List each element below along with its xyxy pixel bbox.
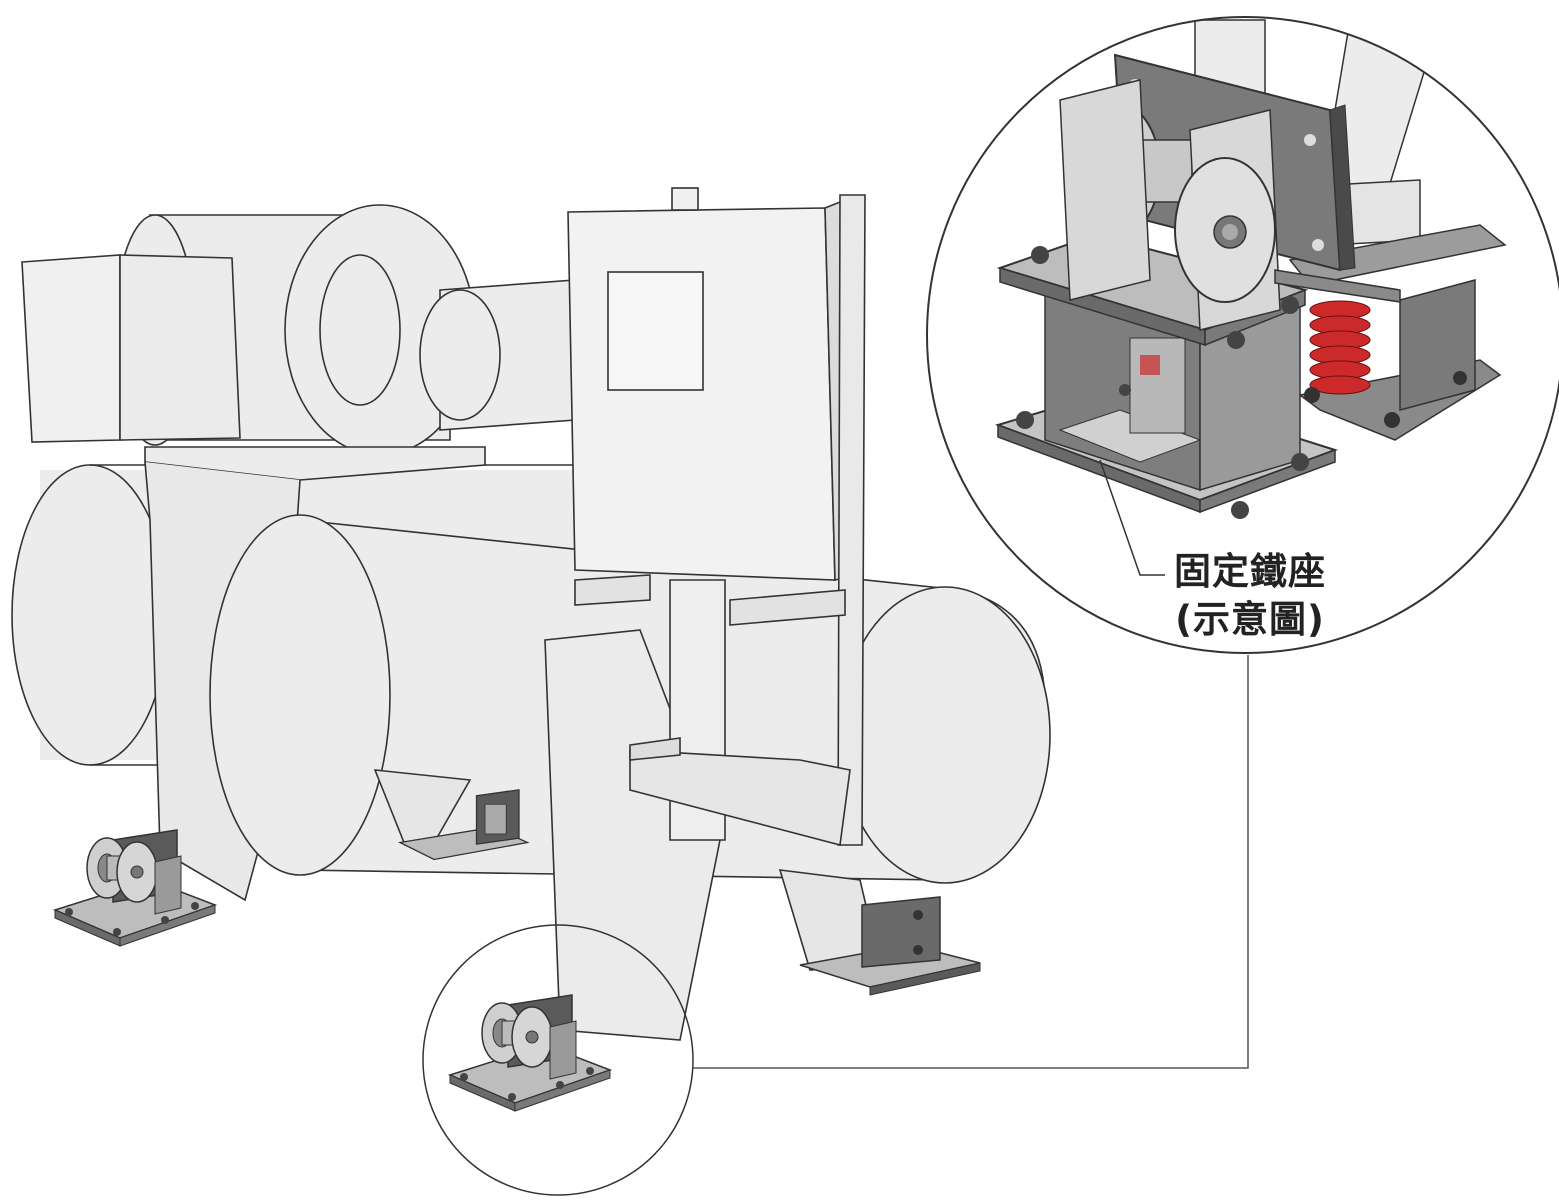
fixing-mount-back-left bbox=[397, 789, 530, 861]
zoom-circle-outline bbox=[926, 16, 1559, 654]
spring-coil bbox=[1309, 300, 1371, 395]
leader-line bbox=[693, 655, 1249, 1069]
fixing-mount-back-right bbox=[799, 896, 981, 996]
callout-pointer bbox=[1099, 459, 1165, 576]
zoom-detail bbox=[927, 17, 1559, 653]
highlight-circle bbox=[422, 924, 694, 1196]
callout-label-line1: 固定鐵座 bbox=[1174, 550, 1326, 593]
callout-label: 固定鐵座 (示意圖) bbox=[1150, 548, 1350, 644]
chiller-body bbox=[11, 187, 1051, 1041]
callout-label-line2: (示意圖) bbox=[1175, 598, 1325, 641]
